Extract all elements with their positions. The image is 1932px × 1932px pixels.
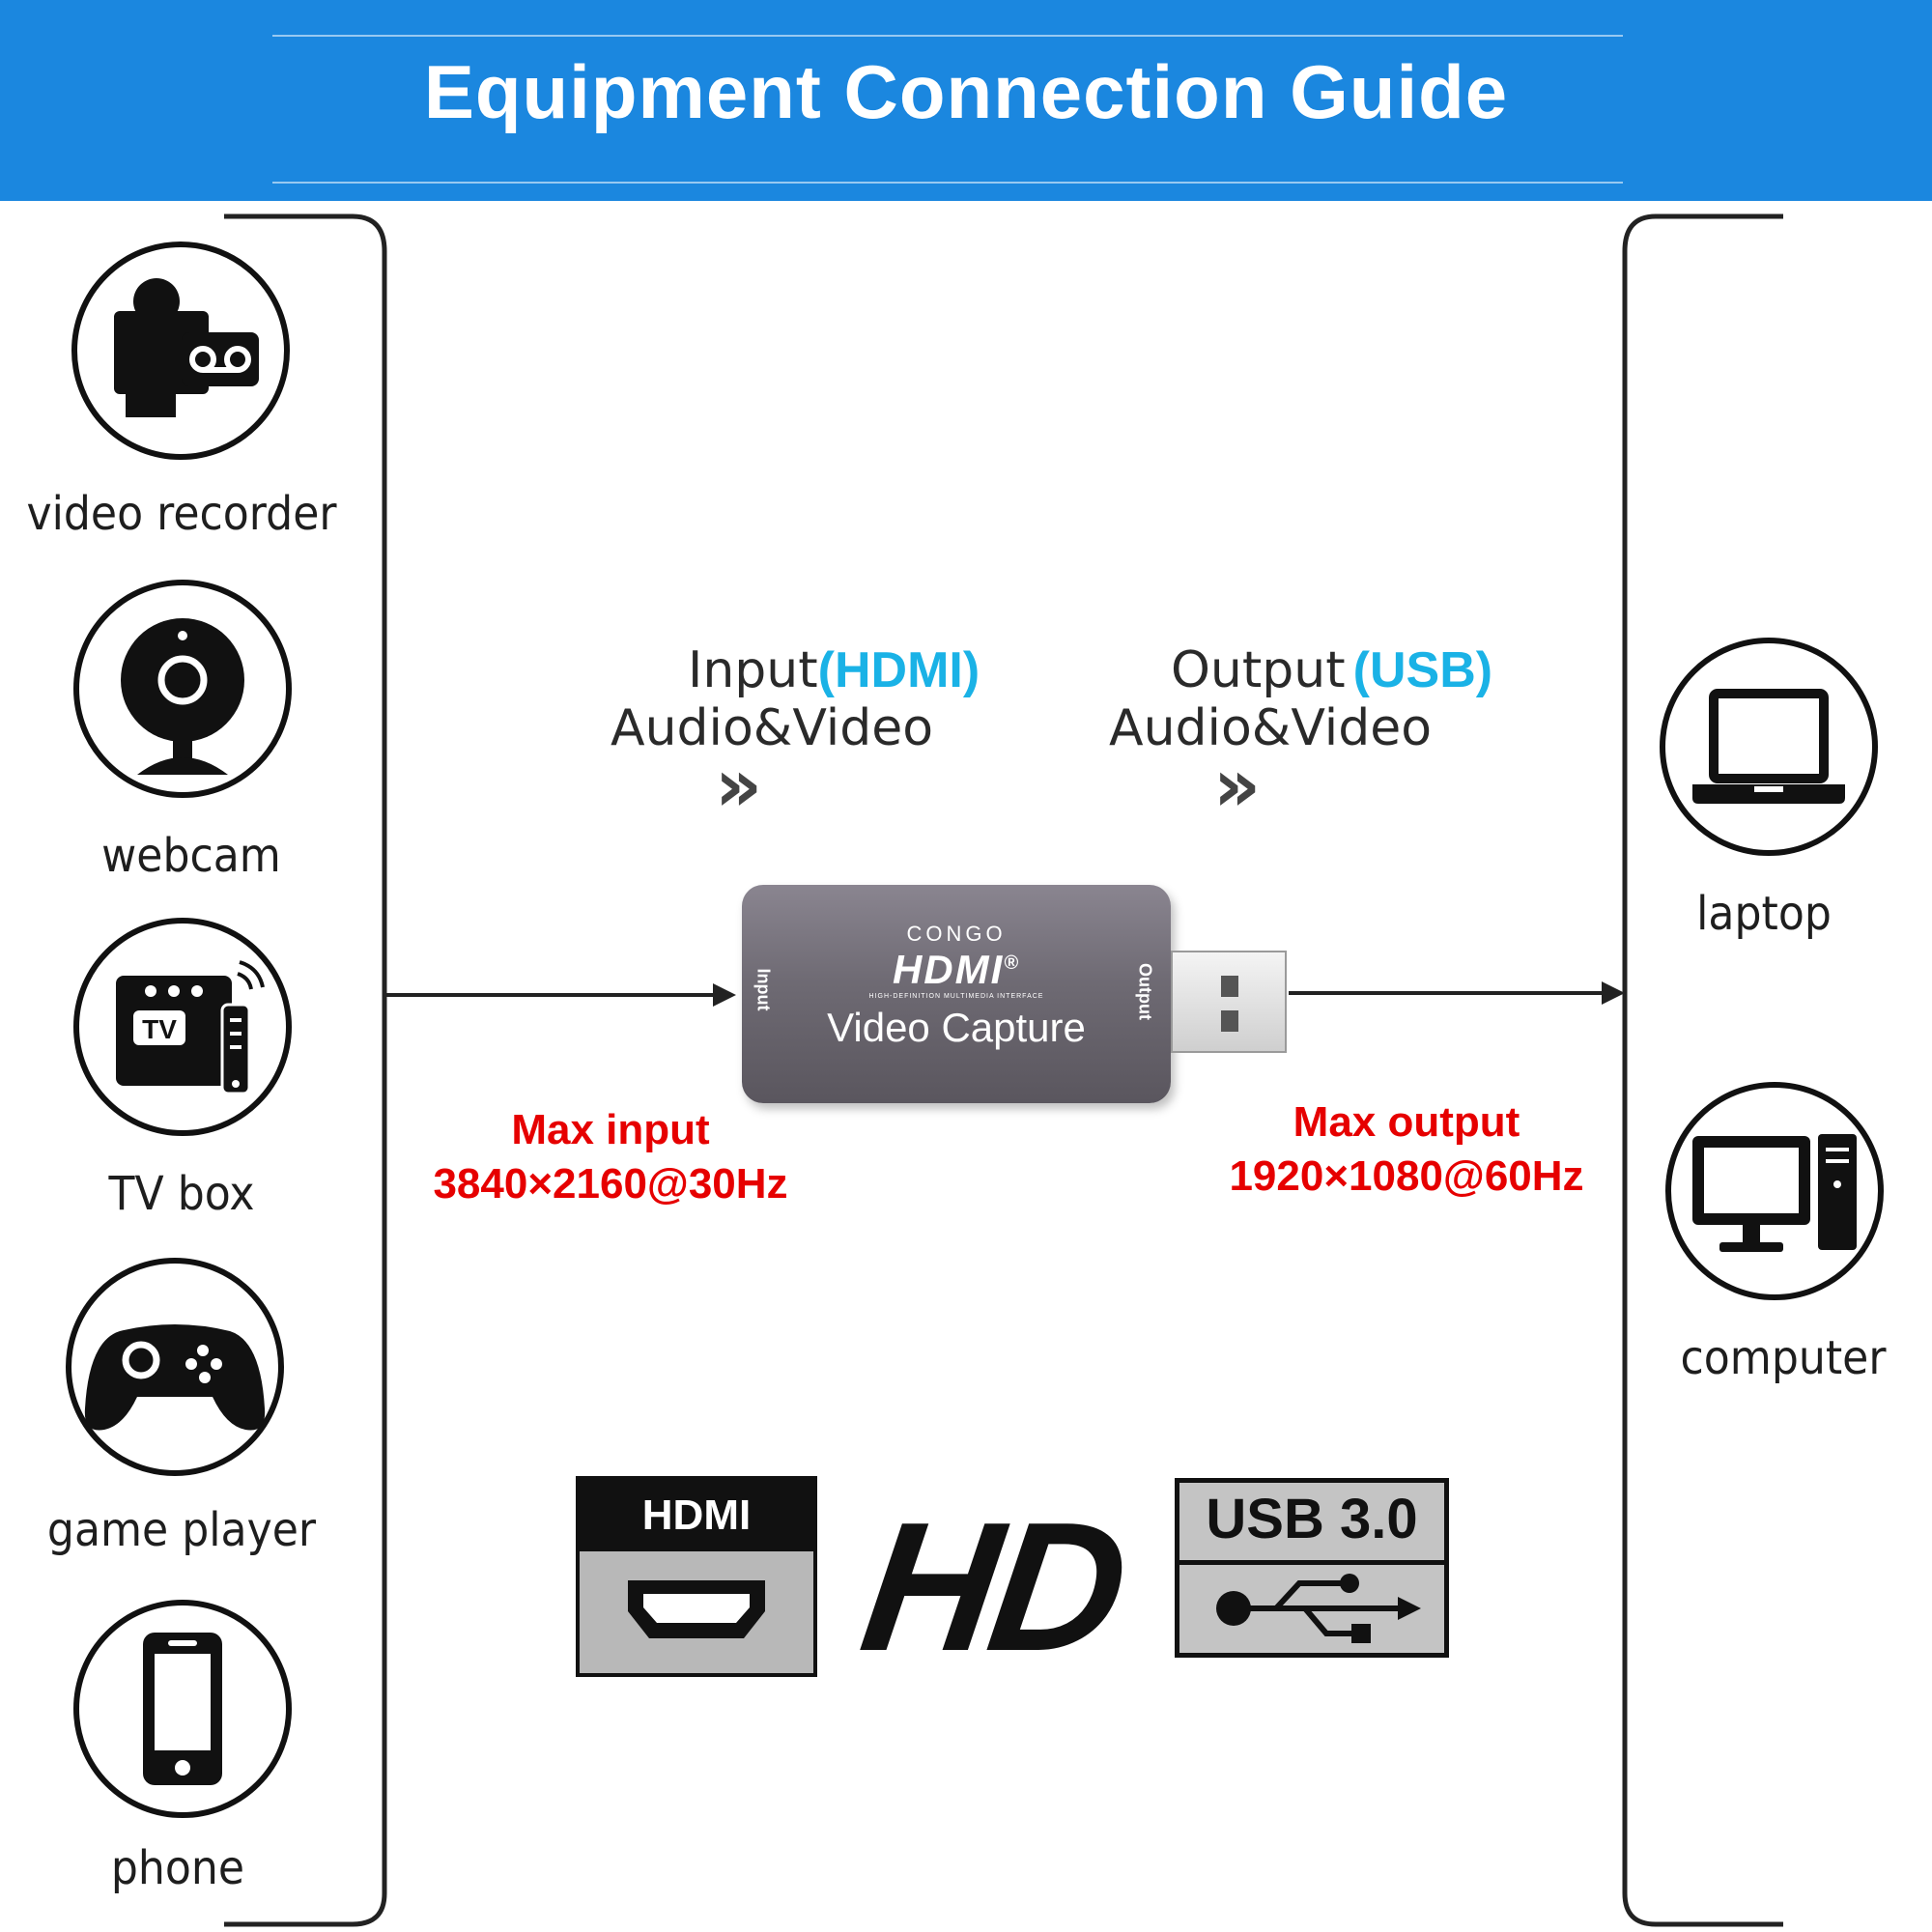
game-controller-icon: [66, 1258, 284, 1476]
device-hdmi-logo-text: HDMI: [892, 947, 1005, 992]
hdmi-port-icon: [628, 1580, 765, 1638]
device-label-phone: phone: [110, 1841, 245, 1895]
usb-badge-label: USB 3.0: [1206, 1488, 1418, 1550]
max-output-value: 1920×1080@60Hz: [1229, 1152, 1584, 1200]
max-input-spec: Max input 3840×2160@30Hz: [400, 1103, 821, 1211]
banner-frame: [272, 35, 1623, 184]
input-type: (HDMI): [817, 642, 980, 698]
max-input-value: 3840×2160@30Hz: [433, 1160, 788, 1208]
output-flow-label: Output(USB): [1171, 641, 1492, 699]
hdmi-badge: HDMI: [576, 1476, 817, 1677]
output-word: Output: [1171, 641, 1346, 699]
device-brand: CONGO: [906, 922, 1007, 946]
usb-contact-bottom: [1221, 1010, 1238, 1032]
device-label-laptop: laptop: [1696, 887, 1832, 941]
laptop-icon: [1660, 638, 1878, 856]
device-hdmi-logo: HDMI®: [742, 947, 1171, 993]
usb-badge: USB 3.0: [1175, 1478, 1449, 1658]
device-input-port-label: Input: [753, 968, 774, 1011]
header-banner: Equipment Connection Guide: [0, 0, 1932, 201]
usb-contact-top: [1221, 976, 1238, 997]
video-recorder-icon: [71, 242, 290, 460]
desktop-computer-icon: [1665, 1082, 1884, 1300]
webcam-icon: [73, 580, 292, 798]
device-hdmi-reg: ®: [1004, 952, 1021, 974]
device-name: Video Capture: [827, 1005, 1086, 1050]
page-title: Equipment Connection Guide: [423, 49, 1509, 134]
input-flow-sublabel: Audio&Video: [611, 699, 934, 757]
device-label-webcam: webcam: [101, 829, 281, 883]
phone-icon: [73, 1600, 292, 1818]
output-flow-sublabel: Audio&Video: [1109, 699, 1433, 757]
device-output-port-label: Output: [1135, 963, 1155, 1020]
tv-box-icon: TV: [73, 918, 292, 1136]
device-tagline: HIGH-DEFINITION MULTIMEDIA INTERFACE: [868, 993, 1044, 1000]
output-double-chevron-icon: »: [1213, 742, 1262, 828]
max-output-label: Max output: [1293, 1098, 1520, 1146]
usb-badge-divider: [1179, 1560, 1444, 1565]
input-flow-label: Input(HDMI): [688, 641, 980, 699]
device-label-game-player: game player: [46, 1503, 317, 1557]
output-type: (USB): [1352, 642, 1493, 698]
video-capture-device: CONGO HDMI® HIGH-DEFINITION MULTIMEDIA I…: [742, 885, 1171, 1103]
hd-logo: HD: [851, 1485, 1134, 1690]
input-double-chevron-icon: »: [715, 742, 763, 828]
svg-text:TV: TV: [142, 1014, 177, 1044]
max-output-spec: Max output 1920×1080@60Hz: [1194, 1095, 1619, 1204]
usb-plug: [1171, 951, 1287, 1053]
usb-trident-icon: [1216, 1574, 1421, 1643]
input-word: Input: [688, 641, 818, 699]
device-label-video-recorder: video recorder: [26, 487, 337, 541]
device-label-tv-box: TV box: [108, 1167, 255, 1221]
hdmi-badge-label: HDMI: [580, 1480, 813, 1551]
device-label-computer: computer: [1680, 1331, 1887, 1385]
max-input-label: Max input: [511, 1106, 710, 1153]
